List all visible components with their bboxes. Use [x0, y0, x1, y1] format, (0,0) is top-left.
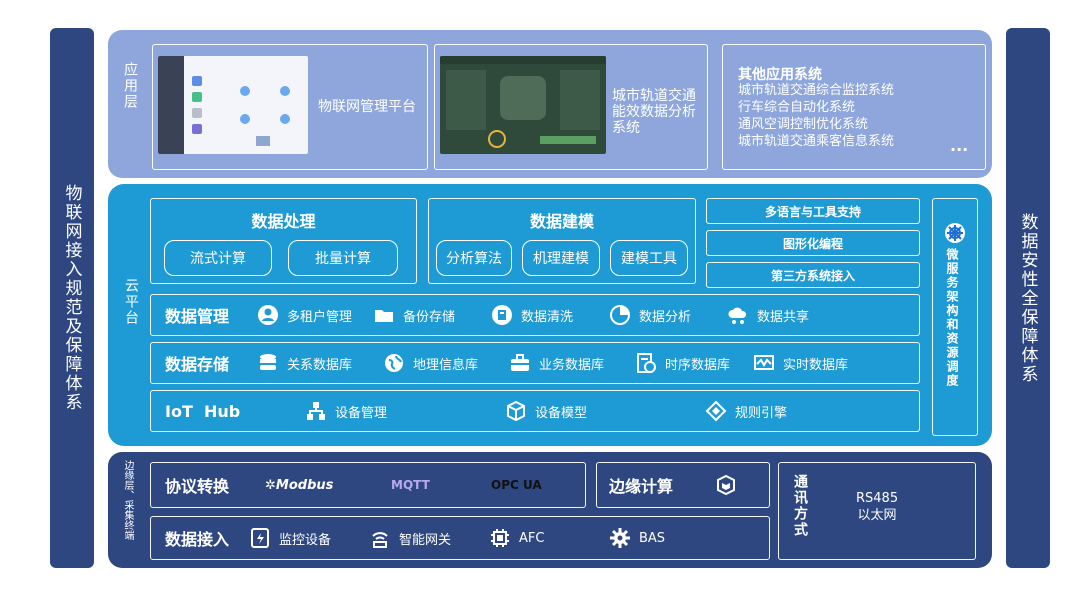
multi-tenant-label: 多租户管理: [287, 309, 353, 325]
other-apps-title: 其他应用系统: [738, 67, 822, 83]
data-analysis-label: 数据分析: [639, 309, 692, 325]
left-side-label: 物联网接入规范及保障体系: [61, 184, 82, 412]
cloud-share-icon: [727, 304, 749, 326]
other-app-item: 城市轨道交通乘客信息系统: [738, 134, 895, 149]
right-side-label: 数据安性全保障体系: [1017, 212, 1038, 384]
microservice-label: 微服务架构和资源调度: [945, 248, 959, 388]
device-management-label: 设备管理: [335, 405, 388, 421]
multi-language-box: 多语言与工具支持: [706, 198, 920, 224]
gateway-icon: [369, 527, 391, 549]
communication-title: 通讯方式: [792, 474, 808, 538]
modbus-logo-text: Modbus: [275, 477, 334, 493]
data-processing-box: [150, 198, 417, 284]
realtime-db-label: 实时数据库: [783, 357, 849, 373]
layers-icon: [705, 400, 727, 422]
other-apps-card: [722, 44, 986, 170]
geo-db-label: 地理信息库: [413, 357, 479, 373]
kubernetes-icon: [944, 222, 966, 248]
other-app-item: 通风空调控制优化系统: [738, 117, 869, 132]
microservice-box: [932, 198, 978, 436]
data-storage-title: 数据存储: [165, 355, 230, 374]
device-model-label: 设备模型: [535, 405, 588, 421]
third-party-access-box: 第三方系统接入: [706, 262, 920, 288]
gear-icon: [609, 527, 631, 549]
smart-gateway-label: 智能网关: [399, 532, 452, 548]
database-icon: [257, 352, 279, 374]
mqtt-logo: MQTT: [391, 478, 430, 492]
data-access-title: 数据接入: [165, 530, 230, 549]
edge-box-icon: [715, 474, 737, 496]
energy-system-card: [434, 44, 708, 170]
globe-icon: [383, 352, 405, 374]
data-sharing-label: 数据共享: [757, 309, 810, 325]
edge-compute-title: 边缘计算: [609, 477, 674, 496]
rule-engine-label: 规则引擎: [735, 405, 788, 421]
communication-list: RS485 以太网: [856, 490, 898, 524]
data-storage-row: 数据存储 关系数据库 地理信息库 业务数据库 时序数据库 实时数据库: [150, 342, 920, 384]
energy-system-screenshot: [440, 56, 606, 154]
bas-label: BAS: [639, 530, 666, 546]
data-processing-title: 数据处理: [251, 212, 316, 231]
folder-icon: [373, 304, 395, 326]
analysis-algorithm-button[interactable]: 分析算法: [436, 240, 512, 276]
backup-storage-label: 备份存储: [403, 309, 456, 325]
iot-platform-screenshot: [158, 56, 308, 154]
other-apps-list: 城市轨道交通综合监控系统 行车综合自动化系统 通风空调控制优化系统 城市轨道交通…: [738, 82, 894, 150]
rs485-label: RS485: [856, 491, 899, 506]
edge-layer-label: 边缘层、采集终端: [122, 460, 133, 540]
protocol-conversion-title: 协议转换: [165, 477, 230, 496]
other-app-item: 城市轨道交通综合监控系统: [738, 83, 895, 98]
left-side-bar: 物联网接入规范及保障体系: [50, 28, 94, 568]
user-icon: [257, 304, 279, 326]
batch-compute-button[interactable]: 批量计算: [288, 240, 398, 276]
iot-platform-label: 物联网管理平台: [318, 99, 416, 115]
data-management-row: 数据管理 多租户管理 备份存储 数据清洗 数据分析 数据共享: [150, 294, 920, 336]
iot-platform-card: [152, 44, 428, 170]
data-modeling-title: 数据建模: [529, 212, 594, 231]
cube-icon: [505, 400, 527, 422]
business-db-label: 业务数据库: [539, 357, 605, 373]
monitor-wave-icon: [753, 352, 775, 374]
stream-compute-button[interactable]: 流式计算: [164, 240, 272, 276]
protocol-conversion-row: 协议转换 ✲Modbus MQTT OPC UA: [150, 462, 586, 508]
iot-hub-row: IoT Hub 设备管理 设备模型 规则引擎: [150, 390, 920, 432]
energy-system-label: 城市轨道交通能效数据分析系统: [612, 88, 696, 136]
opc-ua-logo: OPC UA: [491, 478, 542, 492]
data-management-title: 数据管理: [165, 307, 230, 326]
more-ellipsis: ...: [950, 136, 969, 155]
device-tree-icon: [305, 400, 327, 422]
briefcase-icon: [509, 352, 531, 374]
relational-db-label: 关系数据库: [287, 357, 353, 373]
app-layer-label: 应用层: [122, 62, 138, 110]
graphical-programming-box: 图形化编程: [706, 230, 920, 256]
monitoring-device-label: 监控设备: [279, 532, 332, 548]
time-document-icon: [635, 352, 657, 374]
other-app-item: 行车综合自动化系统: [738, 100, 856, 115]
cloud-layer: [108, 184, 992, 446]
communication-box: [778, 462, 976, 560]
iot-hub-title: IoT Hub: [165, 401, 241, 421]
afc-label: AFC: [519, 530, 545, 546]
chip-icon: [489, 527, 511, 549]
timeseries-db-label: 时序数据库: [665, 357, 731, 373]
data-access-row: 数据接入 监控设备 智能网关 AFC BAS: [150, 516, 770, 560]
modeling-tools-button[interactable]: 建模工具: [610, 240, 688, 276]
edge-layer: [108, 452, 992, 568]
modbus-logo: ✲Modbus: [265, 477, 334, 493]
mechanism-modeling-button[interactable]: 机理建模: [522, 240, 600, 276]
monitor-device-icon: [249, 527, 271, 549]
edge-compute-row: 边缘计算: [596, 462, 770, 508]
right-side-bar: 数据安性全保障体系: [1006, 28, 1050, 568]
cleaning-icon: [491, 304, 513, 326]
pie-chart-icon: [609, 304, 631, 326]
ethernet-label: 以太网: [857, 508, 897, 523]
data-cleaning-label: 数据清洗: [521, 309, 574, 325]
data-modeling-box: [428, 198, 696, 284]
cloud-layer-label: 云平台: [123, 278, 139, 326]
